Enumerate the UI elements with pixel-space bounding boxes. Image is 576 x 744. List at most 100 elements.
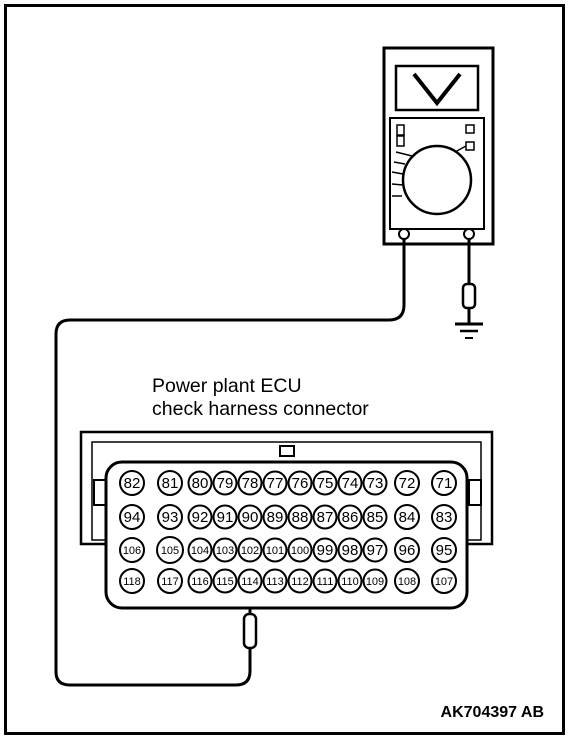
pin-label-79: 79 (217, 475, 234, 492)
pin-87 (312, 504, 338, 530)
caption-line-2: check harness connector (152, 398, 369, 420)
pin-99 (312, 537, 338, 563)
pin-label-114: 114 (241, 576, 259, 588)
ground-probe (461, 282, 477, 310)
indicator-left-bottom (396, 135, 405, 147)
multimeter-display (394, 64, 480, 112)
pin-90 (237, 504, 263, 530)
pin-label-95: 95 (436, 542, 453, 559)
pin-label-100: 100 (291, 545, 309, 557)
pin-110 (337, 568, 363, 594)
indicator-right-top (465, 124, 475, 134)
pin-77 (262, 470, 288, 496)
pin-label-112: 112 (291, 576, 309, 588)
pin-79 (212, 470, 238, 496)
pin-label-107: 107 (435, 576, 453, 588)
pin-label-81: 81 (162, 475, 179, 492)
pin-109 (362, 568, 388, 594)
pin-label-91: 91 (217, 509, 234, 526)
pin-label-88: 88 (292, 509, 309, 526)
pin-71 (431, 470, 457, 496)
multimeter (382, 46, 495, 246)
pin-label-76: 76 (292, 475, 309, 492)
pin-label-98: 98 (342, 542, 359, 559)
pin-label-111: 111 (317, 576, 334, 588)
pin-label-106: 106 (123, 545, 141, 557)
figure-id: AK704397 AB (441, 704, 544, 721)
test-lead-wire (54, 239, 406, 687)
pin-label-97: 97 (367, 542, 384, 559)
pin-label-85: 85 (367, 509, 384, 526)
pin-91 (212, 504, 238, 530)
pin-75 (312, 470, 338, 496)
pin-113 (262, 568, 288, 594)
selector-dial[interactable] (401, 144, 473, 216)
pin-96 (394, 537, 420, 563)
pin-label-74: 74 (342, 475, 359, 492)
pin-112 (287, 568, 313, 594)
pin-106 (119, 537, 145, 563)
caption-line-1: Power plant ECU (152, 375, 302, 397)
pin-label-87: 87 (317, 509, 334, 526)
pin-111 (312, 568, 338, 594)
connector-side-tab-left (93, 479, 107, 506)
connector-latch (279, 445, 295, 457)
pin-label-99: 99 (317, 542, 334, 559)
pin-label-84: 84 (399, 509, 416, 526)
pin-86 (337, 504, 363, 530)
pin-93 (157, 504, 183, 530)
com-jack[interactable] (398, 228, 410, 240)
pin-80 (187, 470, 213, 496)
pin-label-108: 108 (398, 576, 416, 588)
pin-label-73: 73 (367, 475, 384, 492)
ground-lead (455, 239, 483, 339)
pin-116 (187, 568, 213, 594)
pin-label-115: 115 (216, 576, 234, 588)
pin-label-72: 72 (399, 475, 416, 492)
dial-tick-marks (391, 145, 467, 197)
pin-107 (431, 568, 457, 594)
pin-101 (262, 537, 288, 563)
pin-label-77: 77 (267, 475, 284, 492)
indicator-left-top (396, 124, 405, 136)
pin-95 (431, 537, 457, 563)
pin-74 (337, 470, 363, 496)
pin-89 (262, 504, 288, 530)
pin-115 (212, 568, 238, 594)
pin-label-89: 89 (267, 509, 284, 526)
pin-72 (394, 470, 420, 496)
pin-114[interactable] (237, 568, 263, 594)
pin-76 (287, 470, 313, 496)
pin-label-93: 93 (162, 509, 179, 526)
pin-103 (212, 537, 238, 563)
pin-label-103: 103 (216, 545, 234, 557)
pin-label-113: 113 (266, 576, 284, 588)
pin-102 (237, 537, 263, 563)
backprobe-tip (242, 612, 258, 650)
pin-104 (187, 537, 213, 563)
pin-label-83: 83 (436, 509, 453, 526)
pin-label-94: 94 (124, 509, 141, 526)
pin-label-101: 101 (266, 545, 284, 557)
connector-side-tab-right (468, 479, 482, 506)
pin-97 (362, 537, 388, 563)
pin-83 (431, 504, 457, 530)
pin-label-82: 82 (124, 475, 141, 492)
pin-label-96: 96 (399, 542, 416, 559)
pin-94 (119, 504, 145, 530)
pin-118 (119, 568, 145, 594)
pin-label-78: 78 (242, 475, 259, 492)
pin-105 (156, 536, 184, 564)
pin-85 (362, 504, 388, 530)
pin-78 (237, 470, 263, 496)
pin-81 (157, 470, 183, 496)
pin-label-80: 80 (192, 475, 209, 492)
pin-88 (287, 504, 313, 530)
v-jack[interactable] (463, 228, 475, 240)
pin-label-118: 118 (123, 576, 141, 588)
pin-label-110: 110 (341, 576, 359, 588)
pin-98 (337, 537, 363, 563)
pin-label-109: 109 (366, 576, 384, 588)
